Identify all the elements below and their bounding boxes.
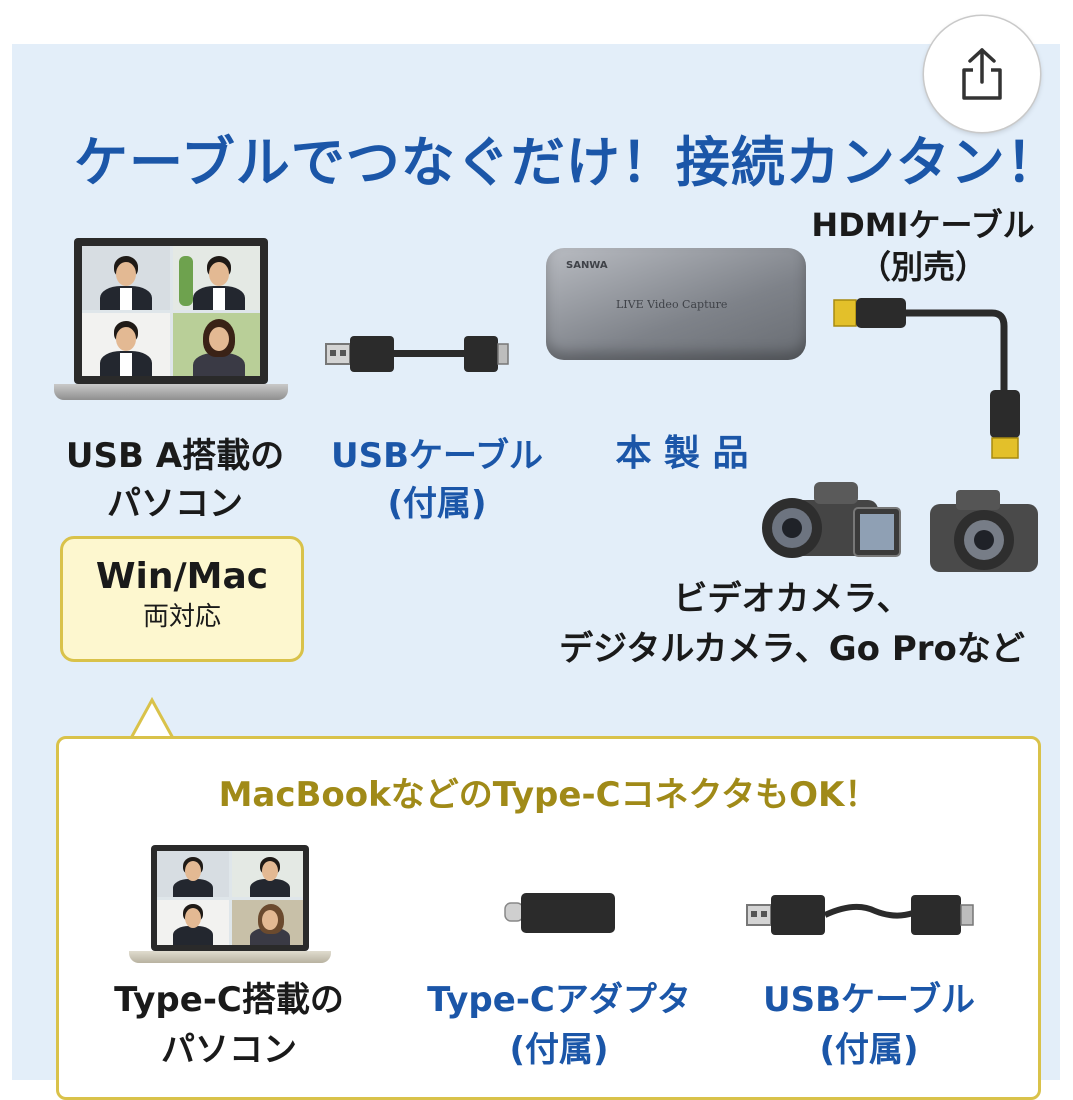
laptop-typec-image xyxy=(125,845,335,967)
product-label: 本 製 品 xyxy=(615,433,749,474)
hdmi-cable-label: HDMIケーブル （別売） xyxy=(811,206,1035,286)
typec-adapter-label: Type-Cアダプタ (付属) xyxy=(427,980,691,1070)
usb-cable-label: USBケーブル (付属) xyxy=(331,436,543,524)
capture-device-image: SANWA LIVE Video Capture xyxy=(546,248,806,360)
digital-camera-image xyxy=(930,490,1038,572)
os-badge-subtitle: 両対応 xyxy=(142,602,221,632)
hdmi-cable-image xyxy=(833,298,1020,459)
infographic-panel: ケーブルでつなぐだけ！接続カンタン！ xyxy=(12,44,1061,1100)
video-camera-image xyxy=(762,482,901,558)
laptop-usb-a-image xyxy=(46,238,296,406)
camera-label: ビデオカメラ、 デジタルカメラ、Go Proなど xyxy=(559,579,1025,669)
product-text-label: LIVE Video Capture xyxy=(616,298,728,311)
page-title: ケーブルでつなぐだけ！接続カンタン！ xyxy=(74,131,1061,194)
os-badge-title: Win/Mac xyxy=(95,556,269,597)
usb-cable-image xyxy=(325,336,509,372)
product-brand-label: SANWA xyxy=(566,260,608,271)
typec-adapter-image xyxy=(504,893,615,933)
pc-typec-label: Type-C搭載の パソコン xyxy=(114,980,344,1070)
share-button[interactable] xyxy=(924,16,1040,132)
share-icon xyxy=(962,48,1002,100)
typec-callout-title: MacBookなどのType-CコネクタもOK！ xyxy=(218,775,879,815)
typec-callout: MacBookなどのType-CコネクタもOK！ xyxy=(56,736,1041,1100)
usb-cable-2-label: USBケーブル (付属) xyxy=(763,980,975,1070)
usb-cable-2-image xyxy=(746,895,974,935)
pc-usb-a-label: USB A搭載の パソコン xyxy=(65,436,285,524)
os-compat-badge: Win/Mac 両対応 xyxy=(60,536,304,662)
callout-pointer xyxy=(128,696,176,741)
